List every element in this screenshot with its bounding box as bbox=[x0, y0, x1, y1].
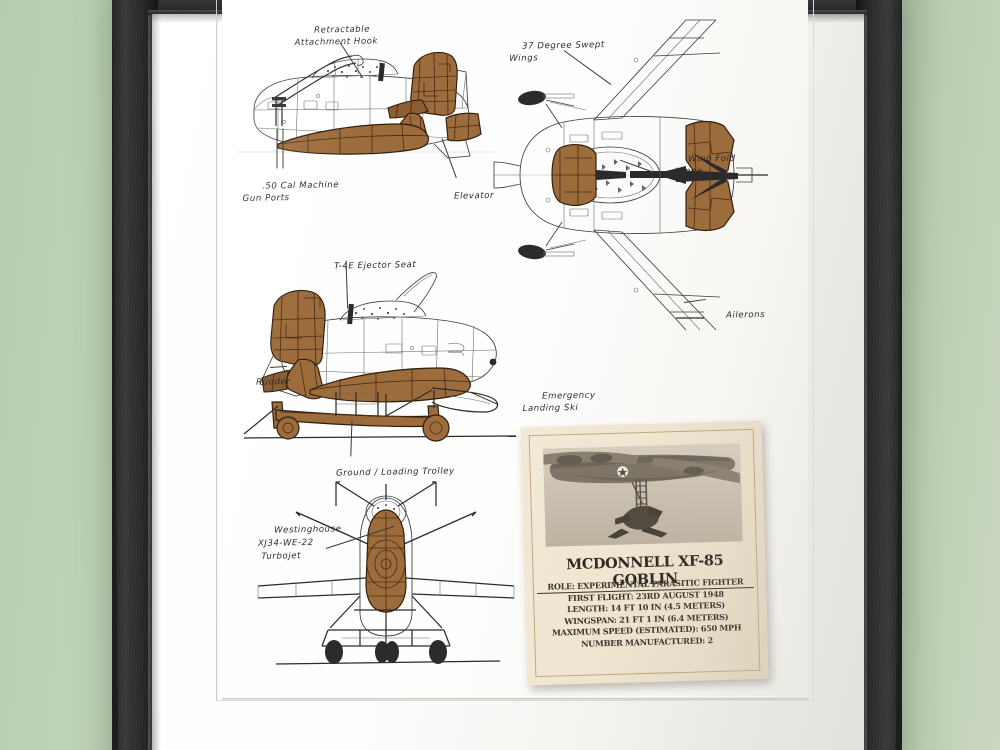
photo-content bbox=[543, 443, 743, 547]
wall-left-panel bbox=[0, 0, 118, 750]
side-view-trolley-drawing bbox=[243, 272, 517, 442]
print-bottom-edge bbox=[222, 698, 808, 701]
mat-left-shadow bbox=[152, 14, 161, 750]
frame-inner-lip-right bbox=[862, 10, 867, 750]
card-specifications: ROLE: EXPERIMENTAL PARASITIC FIGHTER FIR… bbox=[533, 576, 760, 652]
side-view-upper-drawing bbox=[238, 51, 494, 159]
front-view-drawing bbox=[257, 481, 515, 665]
frame-inner-lip-left bbox=[148, 10, 153, 750]
mat-window-bevel bbox=[216, 0, 814, 701]
plan-view-drawing bbox=[493, 19, 768, 331]
archival-photo bbox=[543, 443, 743, 547]
specification-card: MCDONNELL XF-85 GOBLIN ROLE: EXPERIMENTA… bbox=[520, 420, 769, 686]
